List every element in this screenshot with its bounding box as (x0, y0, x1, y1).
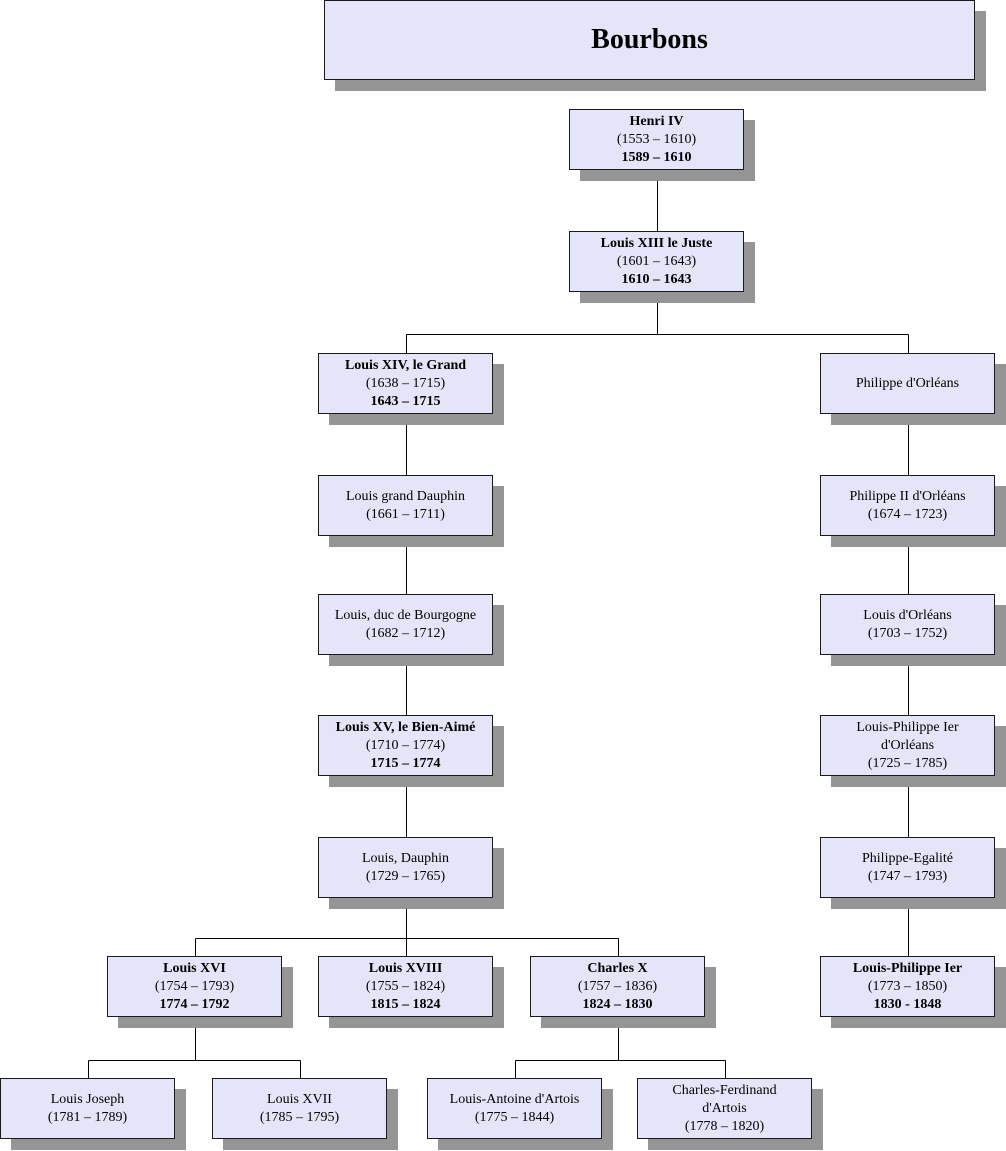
person-line: (1710 – 1774) (365, 737, 446, 753)
person-line: 1715 – 1774 (370, 755, 441, 771)
person-node-charles-ferdinand: Charles-Ferdinand d'Artois (1778 – 1820) (637, 1078, 812, 1139)
person-node-philippe-orleans: Philippe d'Orléans (820, 353, 995, 414)
person-line: (1553 – 1610) (616, 131, 697, 147)
person-name: Louis XV, le Bien-Aimé (335, 719, 476, 735)
person-line: 1824 – 1830 (582, 996, 653, 1012)
person-line: (1757 – 1836) (577, 978, 658, 994)
person-name: Louis XVIII (368, 960, 443, 976)
person-line: 1610 – 1643 (621, 271, 692, 287)
person-line: 1589 – 1610 (621, 149, 692, 165)
person-name: Louis d'Orléans (863, 607, 952, 623)
person-line: 1774 – 1792 (159, 996, 230, 1012)
person-node-louis-bourgogne: Louis, duc de Bourgogne (1682 – 1712) (318, 594, 493, 655)
person-name: Louis XIV, le Grand (344, 357, 467, 373)
person-line: (1725 – 1785) (867, 755, 948, 771)
person-name: Philippe II d'Orléans (849, 488, 966, 504)
person-name: Louis XVI (163, 960, 226, 976)
person-line: d'Artois (702, 1100, 747, 1116)
person-node-louis-philippe-i-orleans: Louis-Philippe Ier d'Orléans (1725 – 1785) (820, 715, 995, 776)
person-name: Louis, duc de Bourgogne (334, 607, 477, 623)
person-line: 1815 – 1824 (370, 996, 441, 1012)
person-name: Louis grand Dauphin (346, 488, 465, 504)
person-line: (1601 – 1643) (616, 253, 697, 269)
person-name: Charles X (587, 960, 648, 976)
person-line: (1674 – 1723) (867, 506, 948, 522)
person-name: Philippe-Egalité (862, 850, 953, 866)
person-node-louis-joseph: Louis Joseph (1781 – 1789) (0, 1078, 175, 1139)
person-node-louis-dauphin: Louis, Dauphin (1729 – 1765) (318, 837, 493, 898)
person-node-philippe-egalite: Philippe-Egalité (1747 – 1793) (820, 837, 995, 898)
person-line: (1747 – 1793) (867, 868, 948, 884)
person-node-louis-xiv: Louis XIV, le Grand (1638 – 1715) 1643 – 1… (318, 353, 493, 414)
person-line: (1785 – 1795) (259, 1109, 340, 1125)
person-line: (1755 – 1824) (365, 978, 446, 994)
person-node-louis-philippe-ier: Louis-Philippe Ier (1773 – 1850) 1830 - 18… (820, 956, 995, 1017)
person-line: (1773 – 1850) (867, 978, 948, 994)
person-name: Louis-Philippe Ier (856, 719, 959, 735)
person-line: (1661 – 1711) (366, 506, 445, 522)
person-line: (1754 – 1793) (154, 978, 235, 994)
person-name: Louis-Philippe Ier (852, 960, 963, 976)
person-node-henri-iv: Henri IV (1553 – 1610) 1589 – 1610 (569, 109, 744, 170)
person-line: (1781 – 1789) (47, 1109, 128, 1125)
person-name: Louis-Antoine d'Artois (449, 1091, 580, 1107)
person-node-louis-xv: Louis XV, le Bien-Aimé (1710 – 1774) 1715 … (318, 715, 493, 776)
person-node-philippe-ii: Philippe II d'Orléans (1674 – 1723) (820, 475, 995, 536)
person-line: (1703 – 1752) (867, 625, 948, 641)
person-line: (1778 – 1820) (684, 1118, 765, 1134)
person-line: (1775 – 1844) (474, 1109, 555, 1125)
person-name: Louis, Dauphin (361, 850, 450, 866)
person-line: (1682 – 1712) (365, 625, 446, 641)
person-name: Henri IV (629, 113, 684, 129)
person-line: 1643 – 1715 (370, 393, 441, 409)
person-node-charles-x: Charles X (1757 – 1836) 1824 – 1830 (530, 956, 705, 1017)
diagram-title: Bourbons (324, 0, 975, 80)
person-node-louis-xvii: Louis XVII (1785 – 1795) (212, 1078, 387, 1139)
person-name: Louis Joseph (50, 1091, 125, 1107)
person-name: Louis XVII (267, 1091, 332, 1107)
diagram-title-text: Bourbons (591, 24, 708, 55)
person-line: (1729 – 1765) (365, 868, 446, 884)
person-name: Charles-Ferdinand (672, 1082, 777, 1098)
person-name: Philippe d'Orléans (855, 375, 960, 391)
person-node-louis-grand-dauphin: Louis grand Dauphin (1661 – 1711) (318, 475, 493, 536)
person-line: 1830 - 1848 (873, 996, 942, 1012)
person-node-louis-antoine: Louis-Antoine d'Artois (1775 – 1844) (427, 1078, 602, 1139)
person-node-louis-orleans: Louis d'Orléans (1703 – 1752) (820, 594, 995, 655)
person-line: (1638 – 1715) (365, 375, 446, 391)
person-node-louis-xviii: Louis XVIII (1755 – 1824) 1815 – 1824 (318, 956, 493, 1017)
person-line: d'Orléans (880, 737, 935, 753)
person-name: Louis XIII le Juste (600, 235, 713, 251)
person-node-louis-xiii: Louis XIII le Juste (1601 – 1643) 1610 – 1… (569, 231, 744, 292)
person-node-louis-xvi: Louis XVI (1754 – 1793) 1774 – 1792 (107, 956, 282, 1017)
